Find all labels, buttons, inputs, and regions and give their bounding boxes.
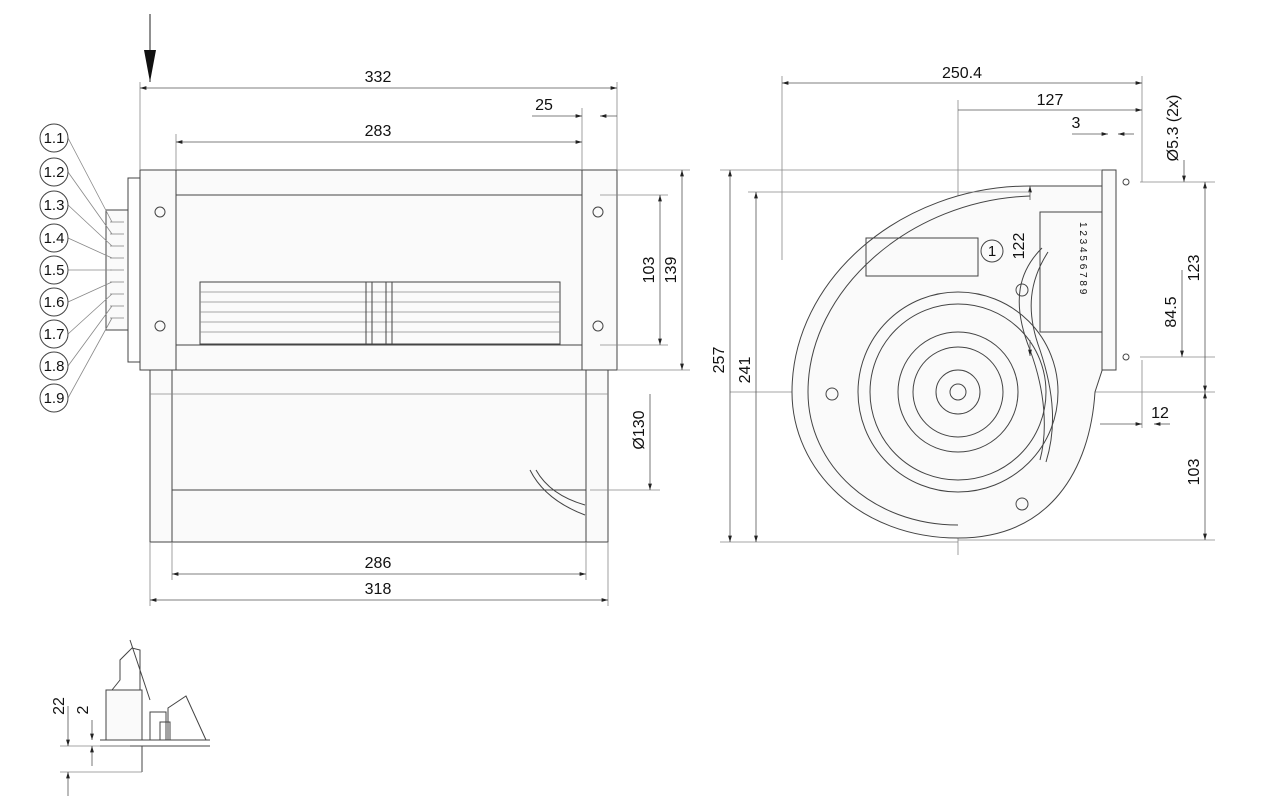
dim-12: 12	[1151, 405, 1169, 422]
dim-123: 123	[1186, 255, 1203, 282]
dim-103-bottom: 103	[1186, 459, 1203, 486]
dim-122: 122	[1011, 233, 1028, 260]
callout-1-5: 1.5	[44, 262, 65, 279]
front-view-dimensions: 332 25 283 103 139 Ø130 286 318	[139, 69, 690, 606]
dim-139: 139	[663, 257, 680, 284]
detail-view: 22 2	[51, 639, 210, 796]
dim-257: 257	[711, 347, 728, 374]
dim-250-4: 250.4	[942, 65, 982, 82]
callout-1-4: 1.4	[44, 230, 65, 247]
dim-127: 127	[1037, 92, 1064, 109]
callout-1-3: 1.3	[44, 197, 65, 214]
dim-318: 318	[365, 581, 392, 598]
side-view: 1 2 3 4 5 6 7 8 9 1	[730, 100, 1215, 555]
callout-1-8: 1.8	[44, 358, 65, 375]
marker-1: 1	[988, 243, 996, 260]
callout-1-9: 1.9	[44, 390, 65, 407]
dim-283: 283	[365, 123, 392, 140]
dim-3: 3	[1072, 115, 1081, 132]
dim-286: 286	[365, 555, 392, 572]
callout-1-7: 1.7	[44, 326, 65, 343]
dim-2: 2	[75, 705, 92, 714]
front-view	[105, 169, 618, 543]
callout-group: 1.1 1.2 1.3 1.4 1.5 1.6 1.7 1.8 1.9	[39, 123, 113, 413]
dim-25: 25	[535, 97, 553, 114]
side-view-dimensions: 250.4 127 3 Ø5.3 (2x) 122 123 84.5 12 10…	[711, 65, 1215, 543]
callout-1-1: 1.1	[44, 130, 65, 147]
dim-130: Ø130	[631, 410, 648, 449]
dim-hole: Ø5.3 (2x)	[1165, 95, 1182, 162]
terminal-numbers: 1 2 3 4 5 6 7 8 9	[1077, 222, 1088, 295]
callout-1-6: 1.6	[44, 294, 65, 311]
airflow-arrow	[144, 14, 156, 82]
dim-22: 22	[51, 697, 68, 715]
dim-84-5: 84.5	[1163, 296, 1180, 327]
callout-1-2: 1.2	[44, 164, 65, 181]
dim-241: 241	[737, 357, 754, 384]
dim-103-left: 103	[641, 257, 658, 284]
dim-332: 332	[365, 69, 392, 86]
